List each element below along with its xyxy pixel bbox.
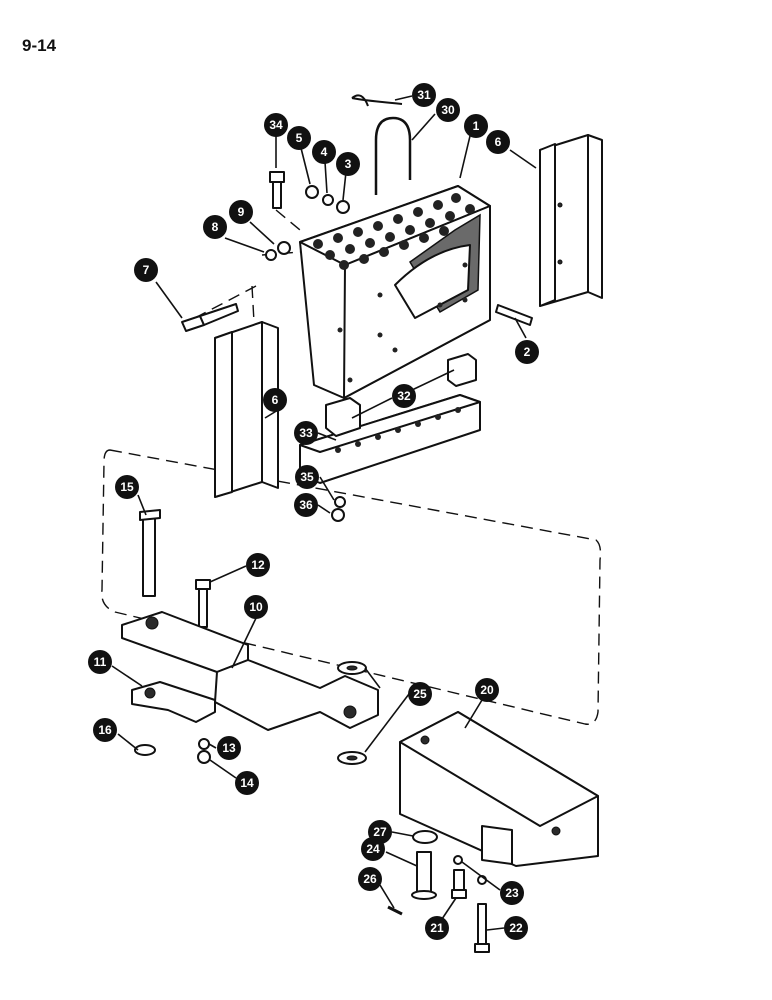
callout-10: 10 xyxy=(244,595,268,619)
svg-text:16: 16 xyxy=(98,723,112,737)
callout-26: 26 xyxy=(358,867,382,891)
callout-1: 1 xyxy=(464,114,488,138)
callout-32: 32 xyxy=(392,384,416,408)
svg-text:27: 27 xyxy=(373,825,387,839)
callout-14: 14 xyxy=(235,771,259,795)
callout-12: 12 xyxy=(246,553,270,577)
callout-6: 6 xyxy=(486,130,510,154)
callout-20: 20 xyxy=(475,678,499,702)
page-number: 9-14 xyxy=(22,36,57,55)
svg-text:24: 24 xyxy=(366,842,380,856)
callout-31: 31 xyxy=(412,83,436,107)
svg-text:5: 5 xyxy=(296,131,303,145)
hitch-housing xyxy=(399,711,599,867)
pin-16 xyxy=(134,744,156,756)
mounting-bar xyxy=(299,353,481,484)
drawbar xyxy=(121,611,379,731)
callout-7: 7 xyxy=(134,258,158,282)
bolt-7 xyxy=(181,303,239,332)
svg-text:4: 4 xyxy=(321,145,328,159)
nut-13-14 xyxy=(197,738,211,764)
washer-25 xyxy=(337,661,367,765)
leader-lines xyxy=(111,95,537,931)
svg-text:11: 11 xyxy=(94,655,107,669)
channel-bracket-right xyxy=(539,134,603,307)
svg-text:7: 7 xyxy=(143,263,150,277)
stud-2 xyxy=(495,304,533,326)
svg-text:34: 34 xyxy=(269,118,283,132)
nuts-35-36 xyxy=(331,496,346,522)
hairpin-clip xyxy=(351,94,403,107)
svg-text:6: 6 xyxy=(272,393,279,407)
nuts-washers-top xyxy=(265,185,350,261)
svg-text:22: 22 xyxy=(509,921,523,935)
callout-6-lower: 6 xyxy=(263,388,287,412)
callout-8: 8 xyxy=(203,215,227,239)
svg-text:10: 10 xyxy=(249,600,263,614)
callout-34: 34 xyxy=(264,113,288,137)
bolt-12 xyxy=(195,579,211,628)
svg-text:35: 35 xyxy=(300,470,314,484)
cotter-pin-26 xyxy=(387,905,403,916)
svg-text:36: 36 xyxy=(299,498,313,512)
svg-text:14: 14 xyxy=(240,776,254,790)
bolt-22 xyxy=(474,903,490,953)
callout-15: 15 xyxy=(115,475,139,499)
bolt-34 xyxy=(269,171,285,209)
svg-text:13: 13 xyxy=(222,741,236,755)
channel-bracket-left xyxy=(214,321,279,498)
callout-36: 36 xyxy=(294,493,318,517)
callout-11: 11 xyxy=(88,650,112,674)
svg-text:25: 25 xyxy=(413,687,427,701)
weight-box xyxy=(299,185,491,399)
callout-2: 2 xyxy=(515,340,539,364)
callout-4: 4 xyxy=(312,140,336,164)
washer-27 xyxy=(412,830,438,844)
callout-24: 24 xyxy=(361,837,385,861)
svg-text:3: 3 xyxy=(345,157,352,171)
callout-5: 5 xyxy=(287,126,311,150)
assembly-outline xyxy=(101,449,602,725)
svg-text:9: 9 xyxy=(238,205,245,219)
callout-13: 13 xyxy=(217,736,241,760)
clevis xyxy=(131,681,216,723)
svg-text:26: 26 xyxy=(363,872,377,886)
callout-9: 9 xyxy=(229,200,253,224)
callout-35: 35 xyxy=(295,465,319,489)
callout-22: 22 xyxy=(504,916,528,940)
pin-24 xyxy=(411,851,437,900)
svg-text:8: 8 xyxy=(212,220,219,234)
callout-21: 21 xyxy=(425,916,449,940)
u-bolt xyxy=(374,116,412,195)
svg-text:33: 33 xyxy=(299,426,313,440)
svg-text:30: 30 xyxy=(441,103,455,117)
svg-text:6: 6 xyxy=(495,135,502,149)
svg-text:21: 21 xyxy=(430,921,444,935)
callout-33: 33 xyxy=(294,421,318,445)
svg-text:12: 12 xyxy=(251,558,265,572)
svg-text:2: 2 xyxy=(524,345,531,359)
svg-text:20: 20 xyxy=(480,683,494,697)
svg-text:23: 23 xyxy=(505,886,519,900)
callout-16: 16 xyxy=(93,718,117,742)
svg-text:15: 15 xyxy=(120,480,134,494)
svg-text:1: 1 xyxy=(473,119,480,133)
bolt-21 xyxy=(451,869,467,899)
callout-3: 3 xyxy=(336,152,360,176)
callout-30: 30 xyxy=(436,98,460,122)
svg-text:32: 32 xyxy=(397,389,411,403)
callout-23: 23 xyxy=(500,881,524,905)
hitch-pin xyxy=(139,509,161,597)
svg-text:31: 31 xyxy=(417,88,431,102)
callout-25: 25 xyxy=(408,682,432,706)
